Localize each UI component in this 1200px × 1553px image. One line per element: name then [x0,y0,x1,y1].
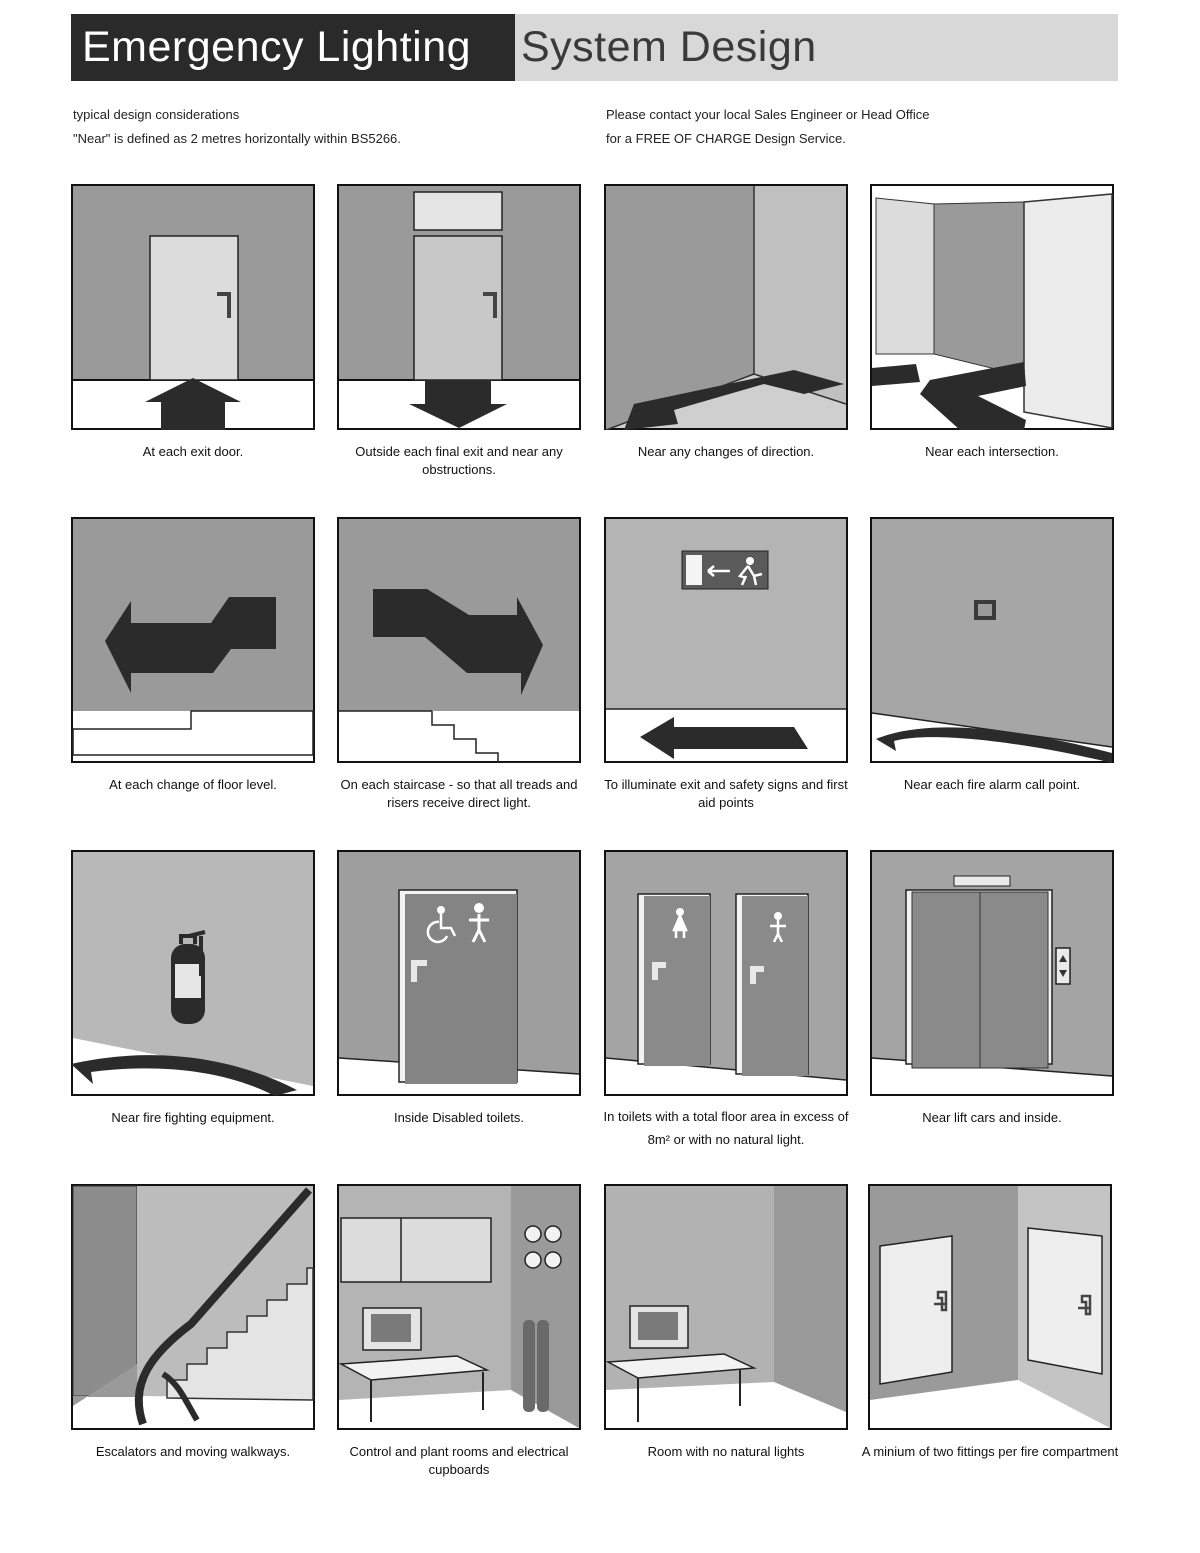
panel-fire-alarm [870,517,1114,763]
floor-level-change-icon [71,517,315,763]
panel-caption: Near any changes of direction. [637,444,815,459]
fire-alarm-call-point-icon [870,517,1114,763]
intro-considerations: typical design considerations [73,107,240,122]
page-subtitle: System Design [521,23,817,71]
panel-caption: Outside each final exit and near any obs… [355,444,563,477]
panel-caption: Near each fire alarm call point. [903,777,1081,792]
panel-caption: Near fire fighting equipment. [111,1110,275,1125]
lift-icon [870,850,1114,1096]
panel-fire-compartment [868,1184,1112,1430]
exit-door-icon [71,184,315,430]
intro-right: Please contact your local Sales Engineer… [606,103,930,151]
panel-exit-sign [604,517,848,763]
title-banner: Emergency Lighting System Design [71,14,1118,81]
intro-near-definition: "Near" is defined as 2 metres horizontal… [73,131,401,146]
panel-floor-level [71,517,315,763]
control-room-icon [337,1184,581,1430]
panel-no-natural-light [604,1184,848,1430]
intro-free-service: for a FREE OF CHARGE Design Service. [606,131,846,146]
panel-caption: Inside Disabled toilets. [393,1110,525,1125]
panel-caption: Room with no natural lights [647,1444,805,1459]
fire-compartment-icon [868,1184,1112,1430]
change-direction-icon [604,184,848,430]
intro-contact: Please contact your local Sales Engineer… [606,107,930,122]
panel-toilets [604,850,848,1096]
panel-caption: Near lift cars and inside. [922,1110,1062,1125]
intro-left: typical design considerations "Near" is … [73,103,401,151]
panel-escalator [71,1184,315,1430]
disabled-toilet-icon [337,850,581,1096]
panel-change-direction [604,184,848,430]
panel-staircase [337,517,581,763]
panel-caption: In toilets with a total floor area in ex… [603,1109,849,1147]
panel-exit-door [71,184,315,430]
panel-caption: At each change of floor level. [109,777,277,792]
staircase-icon [337,517,581,763]
page-title: Emergency Lighting [71,14,515,81]
toilets-icon [604,850,848,1096]
panel-caption: On each staircase - so that all treads a… [340,777,578,810]
final-exit-icon [337,184,581,430]
panel-caption: A minium of two fittings per fire compar… [861,1444,1119,1459]
panel-caption: Escalators and moving walkways. [95,1444,291,1459]
panel-fire-equipment [71,850,315,1096]
panel-final-exit [337,184,581,430]
panel-control-room [337,1184,581,1430]
exit-sign-icon [604,517,848,763]
panel-caption: At each exit door. [142,444,244,459]
panel-lift [870,850,1114,1096]
panel-intersection [870,184,1114,430]
escalator-icon [71,1184,315,1430]
fire-extinguisher-icon [71,850,315,1096]
panel-caption: Near each intersection. [925,444,1059,459]
intersection-icon [870,184,1114,430]
panel-caption: To illuminate exit and safety signs and … [604,777,848,810]
room-no-natural-light-icon [604,1184,848,1430]
panel-disabled-toilet [337,850,581,1096]
panel-caption: Control and plant rooms and electrical c… [349,1444,569,1477]
